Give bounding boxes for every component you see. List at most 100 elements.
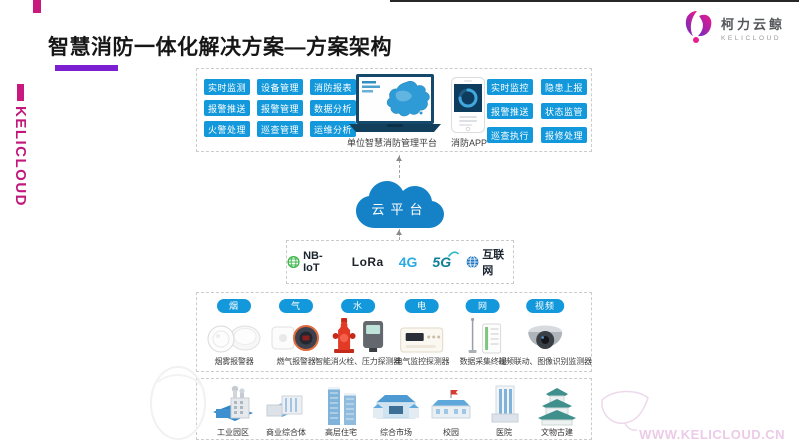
connectivity-label: NB-IoT — [303, 250, 323, 274]
scenario-campus: 校园 — [426, 384, 476, 438]
globe-icon — [466, 255, 479, 269]
upload-arrow — [396, 229, 402, 240]
feature-button: 巡查执行 — [487, 127, 533, 143]
feature-button: 火警处理 — [204, 121, 250, 137]
feature-button: 报警推送 — [204, 100, 250, 116]
connectivity-5g: 5G — [432, 251, 459, 270]
scenario-heritage: 文物古建 — [532, 384, 582, 438]
scenario-label: 医院 — [496, 428, 512, 437]
scenario-industrial: 工业园区 — [209, 384, 257, 438]
platform-label: 单位智慧消防管理平台 — [346, 138, 437, 148]
fire-hydrant-icon — [330, 316, 386, 354]
platform-feature-grid-left: 实时监测 设备管理 消防报表 报警推送 报警管理 数据分析 火警处理 巡查管理 … — [204, 79, 356, 137]
scenario-label: 高层住宅 — [325, 428, 357, 437]
feature-button: 报警推送 — [487, 103, 533, 119]
device-hydrant: 水 智能消火栓、压力探测器 — [315, 299, 401, 367]
connectivity-label: 4G — [398, 254, 418, 270]
factory-icon — [209, 384, 257, 426]
highrise-towers-icon — [321, 384, 361, 426]
whale-outline-decoration — [601, 390, 649, 431]
device-label: 智能消火栓、压力探测器 — [315, 357, 401, 366]
feature-button: 实时监测 — [204, 79, 250, 95]
company-logo: 柯力云鲸 KELICLOUD — [683, 10, 785, 46]
connectivity-4g: 4G — [399, 254, 418, 270]
connectivity-internet: 互联网 — [466, 246, 513, 278]
cloud-platform: 云平台 — [350, 178, 450, 237]
scenario-label: 商业综合体 — [266, 428, 306, 437]
scenario-label: 文物古建 — [541, 428, 573, 437]
devices-section: 烟 烟雾报警器 气 燃气报警器 水 — [196, 292, 592, 372]
cloud-label: 云平台 — [371, 202, 428, 217]
feature-button: 状态监管 — [541, 103, 587, 119]
device-terminal: 网 数据采集终端 — [460, 299, 507, 367]
device-label: 燃气报警器 — [276, 357, 316, 366]
website-url: WWW.KELICLOUD.CN — [639, 427, 785, 442]
connectivity-section: NB-IoT LoRa 4G 5G 互联网 — [286, 240, 514, 284]
feature-button: 隐患上报 — [541, 79, 587, 95]
connectivity-nbiot: NB-IoT — [287, 250, 337, 274]
feature-button: 实时监控 — [487, 79, 533, 95]
logo-name-cn: 柯力云鲸 — [720, 17, 785, 32]
feature-button: 运维分析 — [310, 121, 356, 137]
electrical-detector-icon — [400, 316, 444, 354]
heritage-building-icon — [532, 384, 582, 426]
page-title: 智慧消防一体化解决方案—方案架构 — [48, 36, 392, 59]
app-label: 消防APP — [450, 138, 487, 148]
scenario-label: 综合市场 — [380, 428, 412, 437]
smoke-detector-icon — [206, 316, 262, 354]
data-terminal-icon — [463, 316, 503, 354]
logo-name-en: KELICLOUD — [720, 35, 782, 42]
hospital-building-icon — [484, 384, 524, 426]
vertical-brand: KELICLOUD — [12, 84, 29, 207]
feature-button: 数据分析 — [310, 100, 356, 116]
category-pill: 视频 — [525, 299, 565, 313]
scenario-commercial: 商业综合体 — [262, 384, 310, 438]
device-electrical: 电 电气监控探测器 — [395, 299, 450, 367]
dome-camera-icon — [523, 316, 567, 354]
upload-arrow — [396, 155, 402, 178]
connectivity-label: 5G — [432, 251, 459, 270]
device-smoke: 烟 烟雾报警器 — [206, 299, 262, 367]
category-pill: 网 — [466, 299, 500, 313]
device-label: 数据采集终端 — [459, 357, 507, 366]
scenario-hospital: 医院 — [484, 384, 524, 438]
magenta-accent-bar — [33, 0, 41, 13]
campus-building-icon — [426, 384, 476, 426]
commercial-building-icon — [262, 384, 310, 426]
connectivity-label: 互联网 — [482, 249, 505, 277]
category-pill: 气 — [279, 299, 313, 313]
device-gas: 气 燃气报警器 — [270, 299, 322, 367]
title-underline — [55, 65, 118, 71]
scenarios-section: 工业园区 商业综合体 — [196, 378, 592, 440]
category-pill: 烟 — [217, 299, 251, 313]
brand-bar — [17, 84, 24, 101]
connectivity-lora: LoRa — [352, 255, 384, 269]
scenario-highrise: 高层住宅 — [321, 384, 361, 438]
slide-top-edge — [390, 0, 799, 2]
device-label: 电气监控探测器 — [394, 357, 450, 366]
swirl-decoration — [150, 366, 206, 440]
gas-alarm-icon — [270, 316, 322, 354]
feature-button: 消防报表 — [310, 79, 356, 95]
scenario-label: 工业园区 — [217, 428, 249, 437]
feature-button: 巡查管理 — [257, 121, 303, 137]
connectivity-label: LoRa — [351, 255, 384, 269]
whale-logo-icon — [685, 11, 712, 43]
scenario-market: 综合市场 — [371, 384, 421, 438]
feature-button: 报警管理 — [257, 100, 303, 116]
cloud-icon: 云平台 — [356, 181, 444, 228]
platform-feature-grid-right: 实时监控 隐患上报 报警推送 状态监管 巡查执行 报修处理 — [487, 79, 587, 143]
signal-swoosh-icon — [448, 251, 459, 257]
smartphone-icon — [451, 77, 485, 138]
device-camera: 视频 视频联动、图像识别监测器 — [498, 299, 592, 367]
platform-section: 实时监测 设备管理 消防报表 报警推送 报警管理 数据分析 火警处理 巡查管理 … — [196, 68, 592, 152]
device-label: 视频联动、图像识别监测器 — [498, 357, 592, 366]
vertical-brand-text: KELICLOUD — [12, 106, 29, 207]
laptop-icon — [349, 74, 441, 139]
feature-button: 设备管理 — [257, 79, 303, 95]
market-building-icon — [371, 384, 421, 426]
scenario-label: 校园 — [443, 428, 459, 437]
device-label: 烟雾报警器 — [214, 357, 254, 366]
category-pill: 电 — [404, 299, 439, 313]
feature-button: 报修处理 — [541, 127, 587, 143]
